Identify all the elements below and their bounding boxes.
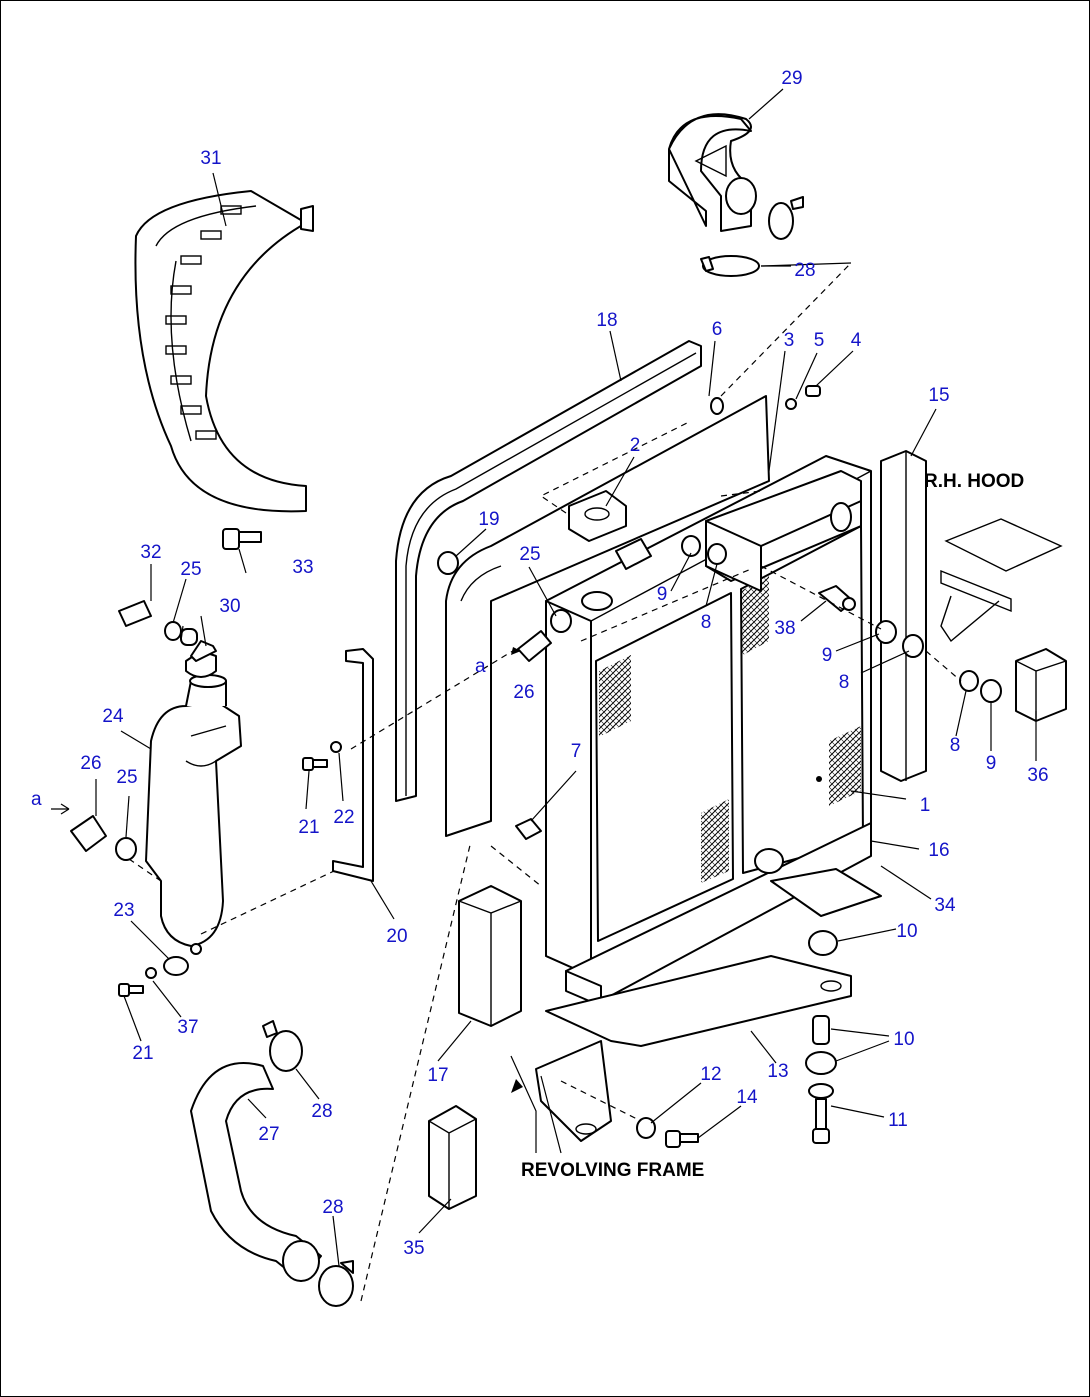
callout-14: 14 — [736, 1087, 758, 1108]
callout-28-mid: 28 — [311, 1101, 332, 1122]
callout-5: 5 — [814, 330, 825, 351]
pipe-clamp-lower-part — [70, 815, 137, 861]
hose-clamp-lower-part — [262, 1020, 354, 1307]
reservoir-cap-part — [180, 628, 217, 678]
callout-29: 29 — [781, 68, 802, 89]
block-17-part — [458, 885, 522, 1027]
revolving-frame-label: REVOLVING FRAME — [521, 1160, 704, 1181]
callout-15: 15 — [928, 385, 949, 406]
callout-30: 30 — [219, 596, 240, 617]
callout-28-bottom: 28 — [322, 1197, 343, 1218]
connector-arrows — [51, 647, 523, 1093]
callout-9-a: 9 — [657, 584, 668, 605]
callout-9-c: 9 — [986, 753, 997, 774]
callout-19: 19 — [478, 509, 499, 530]
callout-21-bottom: 21 — [132, 1043, 153, 1064]
callout-32: 32 — [140, 542, 161, 563]
callout-18: 18 — [596, 310, 617, 331]
sensor-38-part — [818, 585, 856, 612]
lower-hose-part — [190, 1062, 322, 1282]
callout-labels: 29 31 28 18 6 3 5 4 15 2 19 25 9 8 38 9 … — [80, 68, 1048, 1259]
callout-25-left-top: 25 — [180, 559, 201, 580]
box-36-part — [1015, 648, 1067, 722]
mount-bracket-part — [535, 955, 852, 1142]
seal-plate-part — [770, 868, 882, 917]
callout-7: 7 — [571, 741, 582, 762]
callout-20: 20 — [386, 926, 407, 947]
callout-24: 24 — [102, 706, 124, 727]
callout-4: 4 — [851, 330, 862, 351]
callout-9-b: 9 — [822, 645, 833, 666]
callout-25-left: 25 — [116, 767, 137, 788]
callout-3: 3 — [784, 330, 795, 351]
callout-34: 34 — [934, 895, 956, 916]
callout-25-top: 25 — [519, 544, 540, 565]
clip-23-37-part — [145, 956, 189, 979]
inlet-pipe-part — [581, 538, 652, 611]
callout-26-top: 26 — [513, 682, 534, 703]
mount-hardware-part — [636, 930, 838, 1148]
callout-36: 36 — [1027, 765, 1048, 786]
callout-22: 22 — [333, 807, 354, 828]
side-seal-part — [395, 340, 702, 802]
connector-a-left: a — [31, 789, 42, 810]
drain-valve-part — [515, 818, 542, 840]
callout-28-upper: 28 — [794, 260, 815, 281]
stay-20-part — [332, 648, 374, 882]
rh-hood-panel-part — [880, 450, 927, 782]
hood-fragment-part — [940, 518, 1063, 643]
callout-6: 6 — [712, 319, 723, 340]
callout-35: 35 — [403, 1238, 424, 1259]
callout-27: 27 — [258, 1124, 279, 1145]
top-tank-part — [705, 470, 862, 592]
callout-12: 12 — [700, 1064, 721, 1085]
hose-clamp-upper-part — [700, 196, 804, 277]
callout-23: 23 — [113, 900, 134, 921]
callout-1: 1 — [920, 795, 931, 816]
reservoir-tank-part — [145, 674, 242, 955]
fan-guard-part — [134, 190, 314, 513]
callout-37: 37 — [177, 1017, 198, 1038]
bolt-washer-parts — [710, 385, 821, 415]
callout-31: 31 — [200, 148, 221, 169]
connector-a-right: a — [475, 656, 486, 677]
callout-21-top: 21 — [298, 817, 319, 838]
callout-8-a: 8 — [701, 612, 712, 633]
callout-13: 13 — [767, 1061, 788, 1082]
block-35-part — [428, 1105, 477, 1210]
pipe-clamp-32-part — [118, 600, 182, 641]
callout-10-b: 10 — [893, 1029, 914, 1050]
shroud-panel-part — [445, 395, 770, 837]
callout-2: 2 — [630, 435, 641, 456]
callout-16: 16 — [928, 840, 949, 861]
callout-38: 38 — [774, 618, 795, 639]
callout-8-c: 8 — [950, 735, 961, 756]
leader-lines — [95, 88, 1037, 1302]
callout-33: 33 — [292, 557, 313, 578]
grommet-19-part — [437, 551, 459, 575]
callout-26-left: 26 — [80, 753, 101, 774]
callout-8-b: 8 — [839, 672, 850, 693]
bolts-21-22-part — [118, 741, 342, 997]
filler-plate-part — [568, 490, 627, 542]
upper-hose-part — [668, 113, 757, 232]
callout-10-a: 10 — [896, 921, 917, 942]
callout-11: 11 — [888, 1110, 908, 1131]
rh-hood-label: R.H. HOOD — [924, 471, 1024, 492]
callout-17: 17 — [427, 1065, 448, 1086]
bolt-33-part — [222, 528, 262, 550]
